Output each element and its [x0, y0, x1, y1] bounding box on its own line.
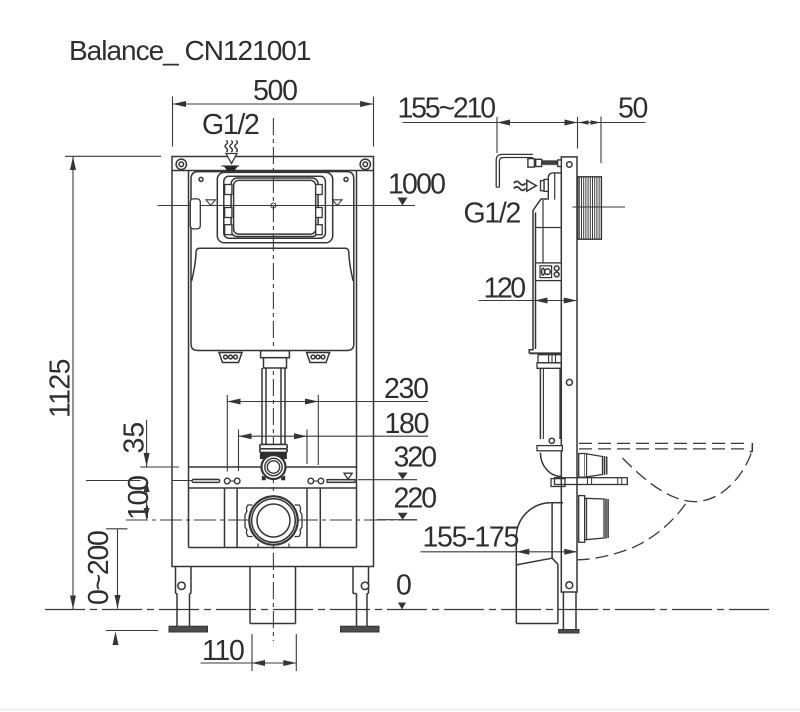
svg-text:1000: 1000 [388, 169, 445, 201]
svg-text:220: 220 [394, 483, 437, 515]
svg-text:230: 230 [384, 373, 428, 405]
svg-text:0: 0 [396, 570, 411, 602]
svg-text:50: 50 [618, 93, 648, 125]
svg-text:G1/2: G1/2 [464, 198, 521, 230]
svg-text:Balance_ CN121001: Balance_ CN121001 [69, 35, 311, 66]
svg-text:1125: 1125 [45, 359, 77, 418]
svg-text:110: 110 [202, 635, 244, 667]
svg-text:155~210: 155~210 [398, 93, 496, 125]
svg-text:180: 180 [385, 408, 429, 440]
svg-text:120: 120 [484, 273, 526, 305]
svg-text:500: 500 [253, 75, 297, 107]
svg-text:G1/2: G1/2 [202, 109, 259, 141]
svg-text:100: 100 [123, 476, 155, 520]
svg-text:155-175: 155-175 [423, 522, 519, 554]
svg-text:320: 320 [394, 442, 437, 474]
svg-text:35: 35 [119, 422, 151, 454]
svg-text:0~200: 0~200 [83, 531, 115, 605]
